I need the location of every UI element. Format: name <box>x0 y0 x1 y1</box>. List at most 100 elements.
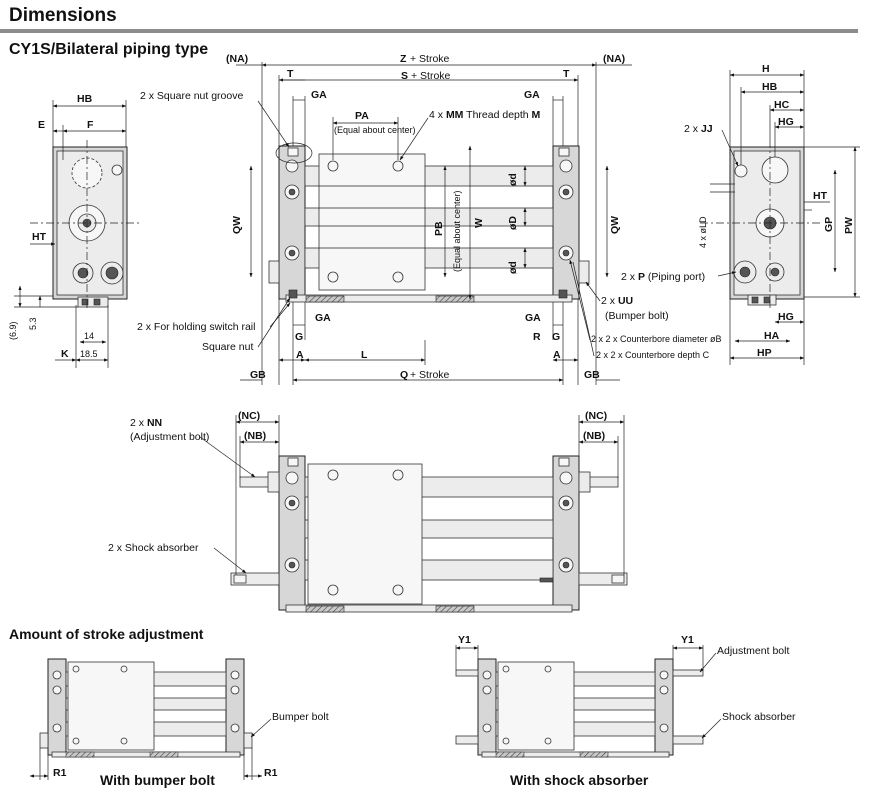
dim-nb-right: (NB) <box>583 430 605 442</box>
adjustment-bolt-small-left <box>455 669 479 677</box>
main-slide-table <box>318 153 426 291</box>
callout-shock-absorber: Shock absorber <box>722 711 796 723</box>
main-top-view: Z + Stroke S + Stroke T T (NA) (NA) GA G… <box>137 53 722 385</box>
dim-f: F <box>87 119 94 131</box>
callout-square-nut-groove: 2 x Square nut groove <box>140 90 243 102</box>
callout-piping-port: 2 x P (Piping port) <box>621 271 705 283</box>
dim-nc-right: (NC) <box>585 410 607 422</box>
table-hole-3 <box>327 271 339 283</box>
dim-ht-right: HT <box>813 190 828 202</box>
dim-r: R <box>533 331 541 343</box>
right-side-view: H HB HC HG 2 x JJ 4 x øLD HT GP PW 2 x P… <box>621 63 860 365</box>
callout-square-nut: Square nut <box>202 341 253 353</box>
caption-bumper-bolt: With bumper bolt <box>100 772 215 788</box>
callout-counterbore-c: 2 x 2 x Counterbore depth C <box>596 350 710 360</box>
stroke-adjustment-title: Amount of stroke adjustment <box>9 626 204 642</box>
dim-6-9: (6.9) <box>8 321 18 340</box>
right-jj-hole <box>734 164 748 178</box>
table-hole-1 <box>327 160 339 172</box>
square-nut-groove-left <box>287 147 299 157</box>
dim-w: W <box>473 218 485 228</box>
shock-absorber-small-right <box>672 735 704 745</box>
dim-k: K <box>61 348 69 360</box>
dim-hb-right: HB <box>762 81 778 93</box>
dim-ha: HA <box>764 330 780 342</box>
dim-r1-left: R1 <box>53 767 67 779</box>
dim-pb: PB <box>433 221 445 236</box>
dim-ht-left: HT <box>32 231 47 243</box>
dim-gp: GP <box>823 217 835 232</box>
shock-absorber-small-left <box>455 735 479 745</box>
dim-l: L <box>361 349 368 361</box>
dim-e: E <box>38 119 45 131</box>
dim-qw-left: QW <box>231 216 243 234</box>
callout-counterbore-b: 2 x 2 x Counterbore diameter øB <box>591 334 722 344</box>
dim-hg-top: HG <box>778 116 794 128</box>
callout-mm: 4 x MM Thread depth M <box>429 109 541 121</box>
with-bumper-bolt-view: R1 R1 Bumper bolt <box>29 658 329 780</box>
dim-hp: HP <box>757 347 772 359</box>
dim-5-3: 5.3 <box>28 317 38 330</box>
dim-ga-top-left: GA <box>311 89 327 101</box>
dim-s-stroke: + Stroke <box>411 70 451 82</box>
left-rail-nut-slot-b <box>93 298 101 306</box>
dim-gb-left: GB <box>250 369 266 381</box>
callout-jj: 2 x JJ <box>684 123 713 135</box>
left-small-hole <box>111 164 123 176</box>
callout-nn-sub: (Adjustment bolt) <box>130 431 209 443</box>
dim-na-left: (NA) <box>226 53 248 65</box>
bumper-bolt-small-left <box>39 732 49 749</box>
callout-nn: 2 x NN <box>130 417 162 429</box>
dim-ga-bottom-left: GA <box>315 312 331 324</box>
dim-z: Z <box>400 53 407 65</box>
callout-bumper-bolt: Bumper bolt <box>272 711 329 723</box>
header-rule <box>0 29 858 33</box>
section-header: Dimensions <box>0 0 858 34</box>
dim-d-bottom: ød <box>507 261 519 274</box>
dim-pw: PW <box>843 217 855 234</box>
left-side-view: HB E F HT (6.9) 5.3 14 18.5 K <box>8 93 140 368</box>
dim-d-top: ød <box>507 173 519 186</box>
dim-pa-equal: (Equal about center) <box>334 125 416 135</box>
dim-a-left: A <box>296 349 304 361</box>
dim-a-right: A <box>553 349 561 361</box>
square-nut-groove-right <box>558 147 570 157</box>
dim-ga-bottom-right: GA <box>525 312 541 324</box>
plate-hole-1 <box>285 159 299 173</box>
right-upper-bore <box>761 156 789 184</box>
bumper-bolt-left <box>268 260 280 284</box>
dim-qw-right: QW <box>609 216 621 234</box>
with-shock-absorber-view: Y1 Y1 Adjustment bolt Shock absorber <box>455 634 796 758</box>
dim-hb-left: HB <box>77 93 93 105</box>
caption-shock-absorber: With shock absorber <box>510 772 649 788</box>
table-hole-4 <box>392 271 404 283</box>
bumper-bolt-small-right <box>243 732 253 749</box>
dim-r1-right: R1 <box>264 767 278 779</box>
dim-hc: HC <box>774 99 790 111</box>
dim-s: S <box>401 70 408 82</box>
dim-g-right: G <box>552 331 560 343</box>
rail-hatch-left <box>305 295 345 303</box>
left-port-b-core <box>105 266 119 280</box>
switch-rail <box>285 294 573 303</box>
dim-hg-bottom: HG <box>778 311 794 323</box>
left-rail-nut-slot-a <box>81 298 89 306</box>
callout-adjustment-bolt: Adjustment bolt <box>717 645 789 657</box>
page-title: Dimensions <box>9 5 117 26</box>
subtitle: CY1S/Bilateral piping type <box>9 41 209 58</box>
dim-ld: 4 x øLD <box>698 216 708 248</box>
callout-holding-switch-rail: 2 x For holding switch rail <box>137 321 255 333</box>
dim-y1-left: Y1 <box>458 634 471 646</box>
dim-D: øD <box>507 216 519 230</box>
dim-y1-right: Y1 <box>681 634 694 646</box>
dim-t-left: T <box>287 68 294 80</box>
dim-z-stroke: + Stroke <box>410 53 450 65</box>
dim-q-stroke: + Stroke <box>410 369 450 381</box>
callout-shock-absorber-2x: 2 x Shock absorber <box>108 542 199 554</box>
dim-na-right: (NA) <box>603 53 625 65</box>
table-hole-2 <box>392 160 404 172</box>
callout-uu: 2 x UU <box>601 295 633 307</box>
dim-g-left: G <box>295 331 303 343</box>
dim-18-5: 18.5 <box>80 349 98 359</box>
